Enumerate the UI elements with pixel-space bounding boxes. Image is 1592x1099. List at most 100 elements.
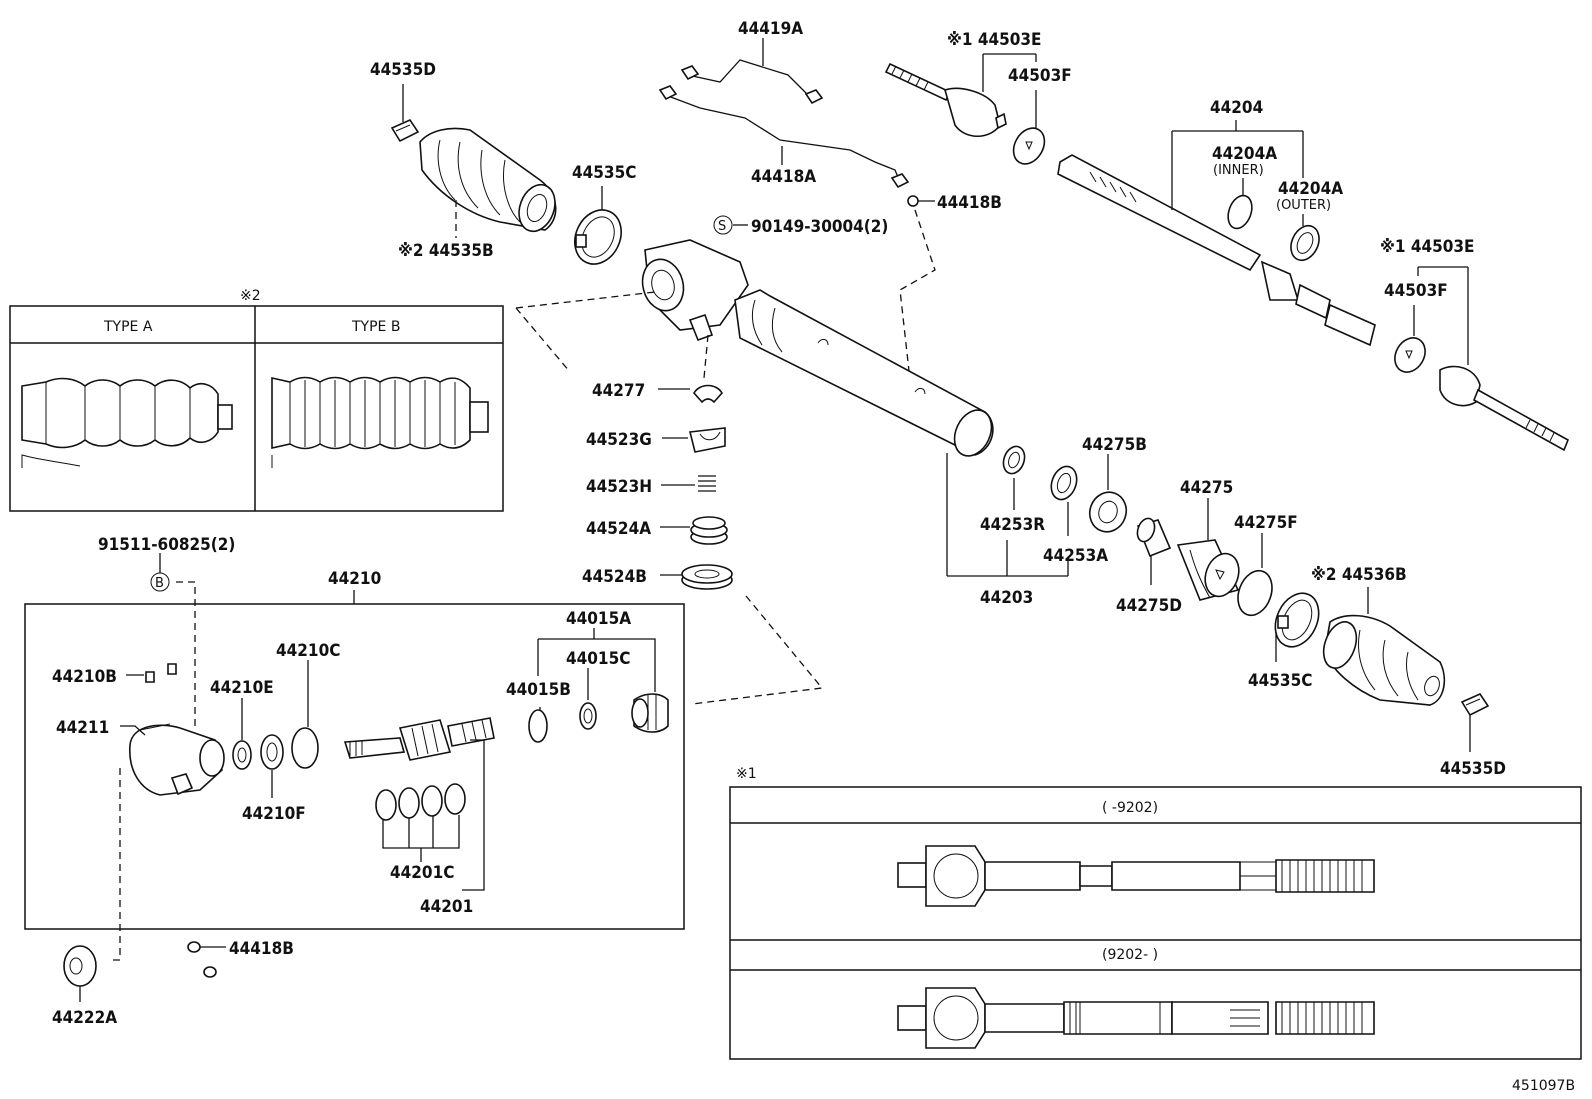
- label-44210[interactable]: 44210: [328, 569, 381, 589]
- label-44277[interactable]: 44277: [592, 381, 645, 401]
- label-44535D-right[interactable]: 44535D: [1440, 759, 1506, 779]
- boot-clamp-44535C-right[interactable]: [1267, 586, 1327, 654]
- inner-tie-rod-variant-2: [897, 987, 1375, 1049]
- label-90149[interactable]: 90149-30004(2): [751, 217, 888, 237]
- tie-rod-end-44503E-top[interactable]: [884, 62, 1007, 138]
- label-44524A[interactable]: 44524A: [586, 519, 651, 539]
- inner-tie-rod-variant-1: [897, 845, 1375, 907]
- label-44275[interactable]: 44275: [1180, 478, 1233, 498]
- label-44524B[interactable]: 44524B: [582, 567, 647, 587]
- label-44536B[interactable]: ※2 44536B: [1311, 565, 1407, 585]
- b-marker: B: [155, 576, 164, 591]
- boot-type-b-drawing: [271, 376, 489, 468]
- spring-44523H[interactable]: [698, 475, 716, 492]
- inner-tie-rod-table: ( -9202) (9202- ): [729, 786, 1582, 1060]
- bolt-ref-S: S: [713, 215, 733, 235]
- label-91511[interactable]: 91511-60825(2): [98, 535, 235, 555]
- bolt-ref-B: B: [150, 572, 170, 592]
- seal-rings-44201C[interactable]: [375, 783, 466, 821]
- label-44203[interactable]: 44203: [980, 588, 1033, 608]
- label-44419A[interactable]: 44419A: [738, 19, 803, 39]
- type-a-header: TYPE A: [103, 319, 153, 335]
- bushing-44275B[interactable]: [1084, 487, 1132, 537]
- label-44210F[interactable]: 44210F: [242, 804, 306, 824]
- oil-seal-44253R[interactable]: [1000, 443, 1028, 476]
- seal-44210F[interactable]: [260, 734, 284, 770]
- label-44503E-top[interactable]: ※1 44503E: [947, 30, 1042, 50]
- label-44418B-top[interactable]: 44418B: [937, 193, 1002, 213]
- boot-type-a-drawing: [21, 377, 233, 468]
- label-44523H[interactable]: 44523H: [586, 477, 652, 497]
- control-valve-44201[interactable]: [343, 717, 495, 761]
- label-44210B[interactable]: 44210B: [52, 667, 117, 687]
- label-44275B[interactable]: 44275B: [1082, 435, 1147, 455]
- label-44204[interactable]: 44204: [1210, 98, 1263, 118]
- bush-44204A-inner[interactable]: [1224, 192, 1256, 231]
- type-b-header: TYPE B: [351, 319, 400, 335]
- bush-44204A-outer[interactable]: [1286, 221, 1325, 265]
- rack-boot-44536B[interactable]: [1318, 614, 1446, 706]
- o-ring-44418B-bottom[interactable]: [187, 941, 217, 978]
- rack-boot-44535B[interactable]: [419, 127, 561, 237]
- label-44535C-top[interactable]: 44535C: [572, 163, 636, 183]
- valve-housing-44211[interactable]: [129, 723, 225, 796]
- label-44523G[interactable]: 44523G: [586, 430, 652, 450]
- label-44015B[interactable]: 44015B: [506, 680, 571, 700]
- inner-note: (INNER): [1213, 163, 1264, 178]
- label-44222A[interactable]: 44222A: [52, 1008, 117, 1028]
- dust-seal-44015A[interactable]: [631, 693, 669, 733]
- label-44503F-top[interactable]: 44503F: [1008, 66, 1072, 86]
- boot-clamp-44535D-top[interactable]: [390, 118, 420, 143]
- label-44535B[interactable]: ※2 44535B: [398, 241, 494, 261]
- pressure-tube-44418A[interactable]: [658, 85, 910, 189]
- rack-housing[interactable]: [637, 239, 999, 462]
- bushing-44275[interactable]: [1176, 539, 1245, 601]
- tie-rod-end-44503E-right[interactable]: [1439, 365, 1570, 452]
- bolt-44210B[interactable]: [145, 663, 177, 683]
- o-ring-44015B[interactable]: [528, 709, 548, 743]
- label-44204A-inner[interactable]: 44204A: [1212, 144, 1277, 164]
- lock-nut-44524B[interactable]: [681, 564, 733, 590]
- label-44275D[interactable]: 44275D: [1116, 596, 1182, 616]
- valve-assembly-box-44210: [24, 603, 685, 930]
- label-44015C[interactable]: 44015C: [566, 649, 630, 669]
- label-44015A[interactable]: 44015A: [566, 609, 631, 629]
- guide-spring-cap-44524A[interactable]: [690, 516, 728, 545]
- label-44210C[interactable]: 44210C: [276, 641, 340, 661]
- boot-clamp-44535D-right[interactable]: [1460, 692, 1490, 717]
- steering-rack-44204[interactable]: [1057, 154, 1376, 347]
- o-ring-44275F[interactable]: [1232, 566, 1278, 620]
- label-44210E[interactable]: 44210E: [210, 678, 274, 698]
- lock-washer-44503F-top[interactable]: [1007, 123, 1050, 170]
- label-44418B-bottom[interactable]: 44418B: [229, 939, 294, 959]
- label-44204A-outer[interactable]: 44204A: [1278, 179, 1343, 199]
- boot-clamp-44535C-top[interactable]: [566, 202, 630, 271]
- outer-note: (OUTER): [1276, 198, 1331, 213]
- label-44503E-right[interactable]: ※1 44503E: [1380, 237, 1475, 257]
- label-44503F-right[interactable]: 44503F: [1384, 281, 1448, 301]
- label-44418A[interactable]: 44418A: [751, 167, 816, 187]
- rod-variant-2-label: (9202- ): [1102, 947, 1158, 963]
- label-44211[interactable]: 44211: [56, 718, 109, 738]
- rack-guide-44523G[interactable]: [689, 427, 726, 453]
- o-ring-44210C[interactable]: [291, 727, 319, 769]
- label-44535C-right[interactable]: 44535C: [1248, 671, 1312, 691]
- s-marker: S: [718, 219, 726, 234]
- rod-variant-1-label: ( -9202): [1102, 800, 1158, 816]
- rod-table-ref: ※1: [736, 766, 757, 782]
- cap-44222A[interactable]: [63, 945, 97, 987]
- label-44201C[interactable]: 44201C: [390, 863, 454, 883]
- label-44535D-top[interactable]: 44535D: [370, 60, 436, 80]
- label-44253R[interactable]: 44253R: [980, 515, 1045, 535]
- rack-guide-44277[interactable]: [693, 384, 723, 404]
- label-44275F[interactable]: 44275F: [1234, 513, 1298, 533]
- oil-seal-44015C[interactable]: [579, 702, 597, 730]
- pressure-tube-44419A[interactable]: [680, 59, 824, 105]
- o-ring-44418B-top[interactable]: [907, 195, 919, 207]
- bushing-44210E[interactable]: [232, 740, 252, 770]
- bushing-44275D[interactable]: [1134, 516, 1172, 558]
- oil-seal-44253A[interactable]: [1047, 463, 1081, 503]
- label-44201[interactable]: 44201: [420, 897, 473, 917]
- label-44253A[interactable]: 44253A: [1043, 546, 1108, 566]
- lock-washer-44503F-right[interactable]: [1389, 332, 1431, 377]
